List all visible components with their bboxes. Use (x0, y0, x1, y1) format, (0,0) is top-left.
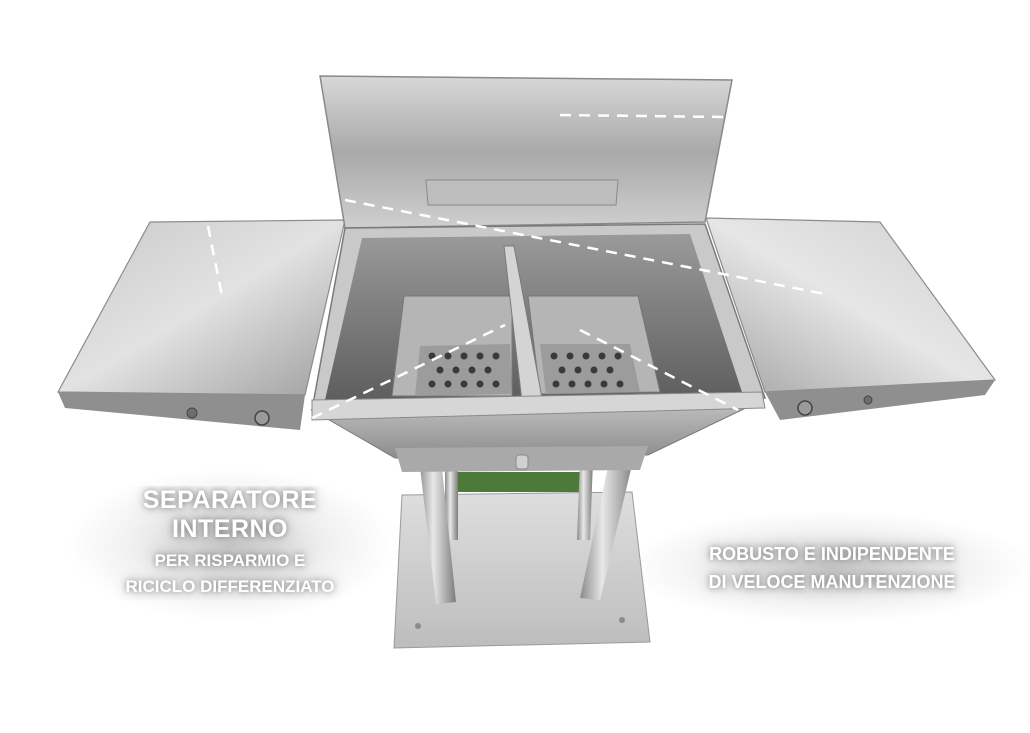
hanging-tab (515, 454, 529, 470)
left-hinge-knob (254, 410, 270, 426)
lid-handle (425, 179, 619, 206)
right-callout-glow (630, 512, 1030, 622)
left-callout-line1: PER RISPARMIO E (154, 551, 306, 570)
base-bolt (619, 617, 625, 623)
open-lid (319, 75, 733, 229)
right-callout: ROBUSTO E INDIPENDENTE DI VELOCE MANUTEN… (652, 540, 1012, 596)
right-shelf-bolt (863, 395, 873, 405)
leg-front-right (580, 448, 636, 600)
perforation-holes (428, 352, 624, 388)
grass-background (452, 472, 580, 492)
right-callout-text: ROBUSTO E INDIPENDENTE DI VELOCE MANUTEN… (652, 540, 1012, 596)
left-callout-title: SEPARATORE INTERNO (100, 486, 360, 544)
perforated-plate-left (415, 344, 512, 396)
left-callout-title-line1: SEPARATORE (142, 486, 318, 514)
right-shelf-edge (765, 380, 995, 420)
right-callout-line1: ROBUSTO E INDIPENDENTE (709, 544, 955, 564)
base-bolt (415, 623, 421, 629)
leg-front-left (418, 450, 456, 604)
left-callout-subtitle: PER RISPARMIO E RICICLO DIFFERENZIATO (100, 548, 360, 600)
left-callout-title-line2: INTERNO (172, 515, 288, 543)
left-shelf-edge (58, 392, 305, 430)
right-callout-line2: DI VELOCE MANUTENZIONE (708, 572, 956, 592)
leg-back-right (577, 460, 593, 540)
leg-back-left (445, 460, 458, 540)
left-callout: SEPARATORE INTERNO PER RISPARMIO E RICIC… (100, 486, 360, 600)
dashed-guide-lines (206, 113, 826, 420)
left-callout-line2: RICICLO DIFFERENZIATO (125, 577, 335, 596)
left-side-shelf (56, 219, 346, 396)
left-callout-glow (70, 470, 390, 620)
right-hinge-knob (797, 400, 813, 416)
front-rim (311, 391, 766, 421)
left-shelf-bolt (186, 407, 198, 419)
